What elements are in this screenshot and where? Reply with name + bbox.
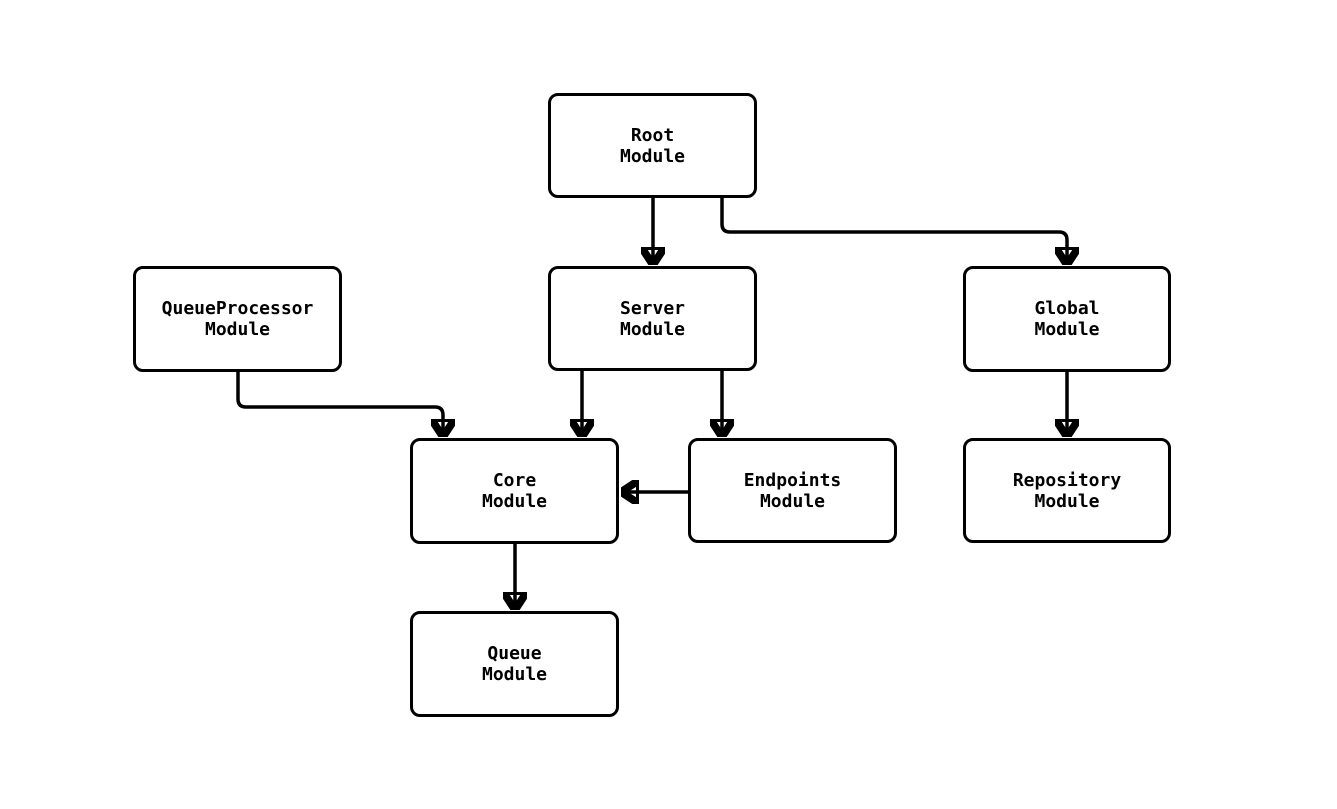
edge-queueprocessor-to-core [236, 372, 443, 437]
node-core-module: Core Module [410, 438, 619, 544]
edge-root-to-global [720, 198, 1067, 265]
node-queueprocessor-module: QueueProcessor Module [133, 266, 342, 372]
node-queue-module: Queue Module [410, 611, 619, 717]
node-repository-module: Repository Module [963, 438, 1171, 543]
node-endpoints-module: Endpoints Module [688, 438, 897, 543]
node-global-module: Global Module [963, 266, 1171, 372]
node-server-module: Server Module [548, 266, 757, 371]
node-root-module: Root Module [548, 93, 757, 198]
